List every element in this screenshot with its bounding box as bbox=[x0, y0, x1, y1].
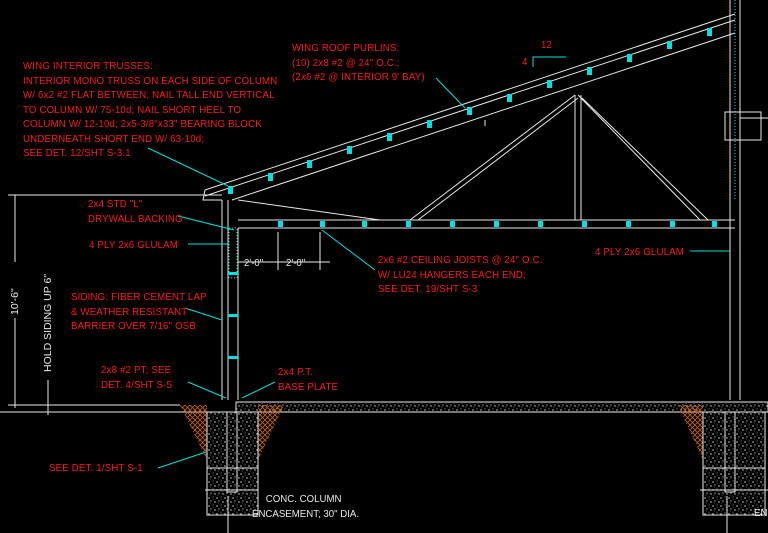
note-line: 2x4 P.T. bbox=[278, 366, 314, 378]
note-line: 2x6 #2 CEILING JOISTS @ 24" O.C. bbox=[378, 254, 543, 266]
note-line: CONC. COLUMN bbox=[265, 493, 342, 505]
note-footing: SEE DET. 1/SHT S-1 bbox=[49, 462, 143, 474]
note-line: TO COLUMN W/ 75-10d; NAIL SHORT HEEL TO bbox=[23, 103, 242, 116]
slope-run: 12 bbox=[541, 39, 553, 51]
slope-rise: 4 bbox=[522, 56, 528, 68]
note-line: UNDERNEATH SHORT END W/ 63-10d; bbox=[23, 132, 205, 145]
wall-height-dimension: 10'-6" bbox=[9, 288, 21, 315]
note-line: DRYWALL BACKING bbox=[88, 212, 183, 225]
note-line: WING ROOF PURLINS: bbox=[292, 42, 400, 54]
note-line: W/ LU24 HANGERS EACH END; bbox=[378, 268, 526, 281]
hold-siding-dimension: HOLD SIDING UP 6" bbox=[42, 273, 54, 372]
right-column bbox=[724, 0, 768, 400]
note-line: BASE PLATE bbox=[278, 380, 339, 393]
height-dimension bbox=[8, 194, 222, 415]
note-encasement-right: EN bbox=[754, 507, 768, 519]
purlin-marks bbox=[228, 28, 717, 359]
note-line: WING INTERIOR TRUSSES: bbox=[23, 60, 154, 72]
note-line: ENCASEMENT; 30" DIA. bbox=[252, 507, 360, 520]
note-line: BARRIER OVER 7/16" OSB bbox=[71, 320, 197, 332]
ceiling-line bbox=[237, 199, 735, 229]
spacing-dimension-1: 2'-0" bbox=[244, 257, 264, 269]
note-line: DET. 4/SHT S-5 bbox=[101, 378, 173, 391]
note-base-plate: 2x4 P.T. BASE PLATE bbox=[278, 365, 338, 394]
note-line: 2x8 #2 PT; SEE bbox=[101, 364, 172, 376]
note-line: SEE DET. 19/SHT S-3 bbox=[378, 283, 478, 295]
note-pt-2x8: 2x8 #2 PT; SEE DET. 4/SHT S-5 bbox=[101, 363, 172, 392]
note-line: 2x4 STD "L" bbox=[88, 198, 143, 210]
note-line: (10) 2x8 #2 @ 24" O.C.; bbox=[292, 56, 400, 69]
note-drywall-backing: 2x4 STD "L" DRYWALL BACKING bbox=[88, 197, 183, 226]
note-encasement: CONC. COLUMN ENCASEMENT; 30" DIA. bbox=[252, 492, 359, 521]
note-line: COLUMN W/ 12-10d; 2x5-3/8"x33" BEARING B… bbox=[23, 118, 262, 130]
joist-spacing-dimension bbox=[238, 232, 330, 270]
spacing-dimension-2: 2'-0" bbox=[286, 257, 306, 269]
note-glulam-left: 4 PLY 2x6 GLULAM bbox=[89, 239, 179, 251]
note-line: W/ 6x2 #2 FLAT BETWEEN; NAIL TALL END VE… bbox=[23, 89, 275, 101]
left-wall bbox=[221, 200, 239, 400]
leader-lines bbox=[147, 77, 730, 469]
note-siding: SIDING: FIBER CEMENT LAP & WEATHER RESIST… bbox=[71, 290, 207, 334]
note-line: & WEATHER RESISTANT bbox=[71, 305, 188, 318]
note-ceiling-joists: 2x6 #2 CEILING JOISTS @ 24" O.C. W/ LU24 … bbox=[378, 253, 543, 297]
note-line: SIDING: FIBER CEMENT LAP bbox=[71, 291, 207, 303]
footing-left bbox=[206, 411, 259, 516]
note-roof-purlins: WING ROOF PURLINS: (10) 2x8 #2 @ 24" O.C.… bbox=[292, 41, 425, 85]
truss-webs bbox=[409, 94, 709, 221]
note-glulam-right: 4 PLY 2x6 GLULAM bbox=[595, 246, 685, 258]
note-line: INTERIOR MONO TRUSS ON EACH SIDE OF COLU… bbox=[23, 74, 278, 87]
note-line: SEE DET. 12/SHT S-3.1 bbox=[23, 147, 131, 159]
note-wing-trusses: WING INTERIOR TRUSSES: INTERIOR MONO TRUS… bbox=[23, 59, 277, 161]
note-line: (2x6 #2 @ INTERIOR 9' BAY) bbox=[292, 71, 425, 83]
footing-right bbox=[702, 411, 766, 516]
